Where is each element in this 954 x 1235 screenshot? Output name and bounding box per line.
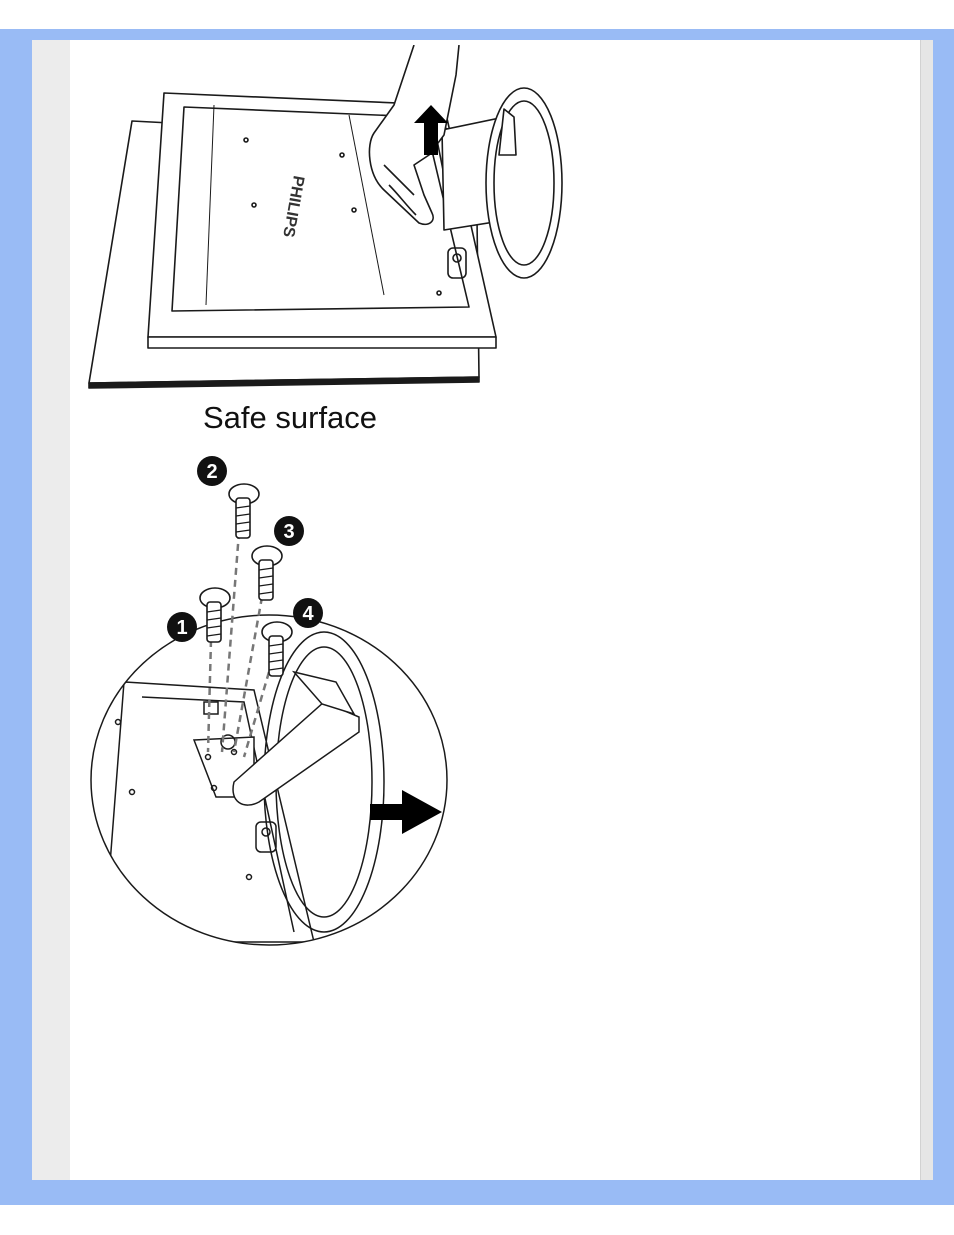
svg-text:2: 2 xyxy=(206,461,217,483)
monitor-facedown-illustration: PHILIPS xyxy=(84,45,574,390)
callout-1: 1 xyxy=(167,612,197,642)
callout-3: 3 xyxy=(274,516,304,546)
svg-text:4: 4 xyxy=(302,603,314,625)
svg-text:1: 1 xyxy=(176,617,187,639)
screw-3 xyxy=(252,546,282,600)
right-scroll-rule xyxy=(920,40,933,1180)
svg-text:3: 3 xyxy=(283,521,294,543)
figure-caption: Safe surface xyxy=(203,400,377,436)
left-margin xyxy=(32,40,70,1180)
screw-2 xyxy=(229,484,259,538)
stand-removal-detail-illustration: 2 3 1 4 xyxy=(84,452,454,947)
callout-2: 2 xyxy=(197,456,227,486)
callout-4: 4 xyxy=(293,598,323,628)
